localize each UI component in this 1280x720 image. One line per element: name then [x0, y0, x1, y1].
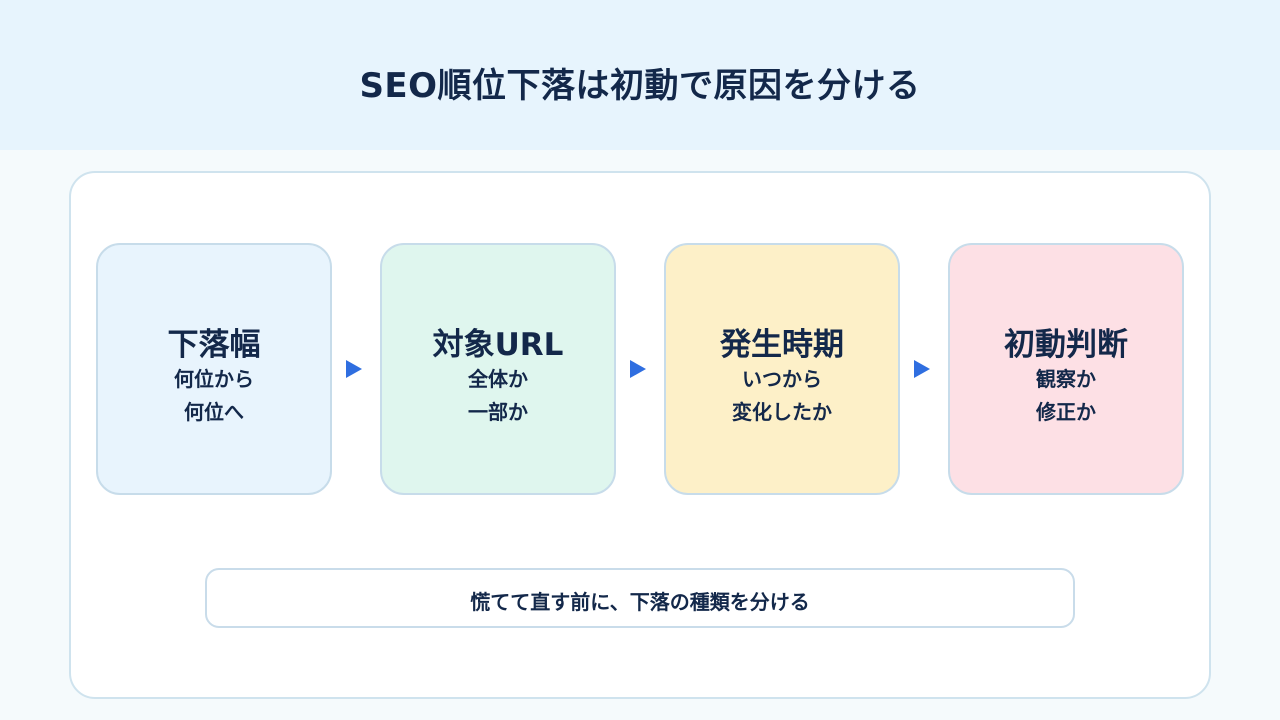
step-detail-line1: いつから [742, 367, 822, 391]
step-title: 初動判断 [1004, 327, 1128, 363]
arrow-right-icon [346, 360, 362, 378]
step-card-drop-range: 下落幅 何位から 何位へ [96, 243, 332, 495]
step-title: 下落幅 [167, 327, 261, 363]
arrow-right-icon [630, 360, 646, 378]
step-detail-line2: 何位へ [184, 400, 244, 424]
step-detail-line1: 観察か [1036, 367, 1096, 391]
step-detail-line2: 一部か [468, 400, 528, 424]
step-card-target-url: 対象URL 全体か 一部か [380, 243, 616, 495]
summary-note-text: 慌てて直す前に、下落の種類を分ける [470, 590, 810, 614]
step-title: 対象URL [432, 327, 564, 363]
step-detail-line2: 修正か [1036, 400, 1096, 424]
page-title: SEO順位下落は初動で原因を分ける [359, 66, 921, 106]
arrow-right-icon [914, 360, 930, 378]
header-band [0, 0, 1280, 150]
step-card-timing: 発生時期 いつから 変化したか [664, 243, 900, 495]
summary-note: 慌てて直す前に、下落の種類を分ける [205, 568, 1075, 628]
step-detail-line1: 何位から [174, 367, 254, 391]
step-title: 発生時期 [720, 327, 844, 363]
step-detail-line1: 全体か [468, 367, 528, 391]
step-detail-line2: 変化したか [732, 400, 832, 424]
step-card-initial-decision: 初動判断 観察か 修正か [948, 243, 1184, 495]
